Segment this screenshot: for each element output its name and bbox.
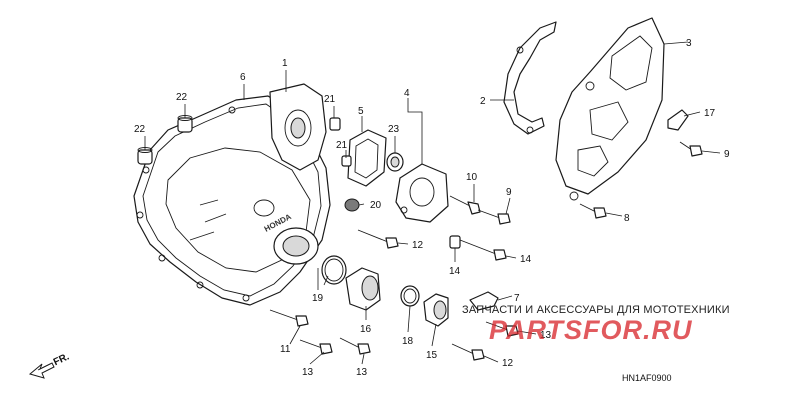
dowel-small-lower[interactable] [341,155,352,167]
plug-large[interactable] [345,267,381,311]
pump-housing[interactable] [269,83,327,171]
dowel-pin-upper[interactable] [177,115,193,133]
callout-23: 23 [388,124,400,135]
watermark-logo: PARTSFOR.RU [489,315,693,345]
callout-21-lower: 21 [336,140,348,151]
callout-13-right: 13 [540,330,552,341]
bolt-13-left[interactable] [299,339,333,355]
bolt-13-middle[interactable] [339,337,371,355]
bolt-13-right[interactable] [485,321,519,337]
callout-12-upper: 12 [412,240,424,251]
sprocket-cover[interactable] [555,17,665,201]
diagram-code: HN1AF0900 [622,373,672,383]
callout-14-right: 14 [520,254,532,265]
callout-16: 16 [360,324,372,335]
bolt-14-right[interactable] [459,239,507,261]
bolt-9-lower[interactable] [477,209,511,225]
dowel-pin-lower[interactable] [137,147,153,165]
callout-1: 1 [282,58,288,69]
callout-11: 11 [280,344,291,355]
leader-lines [144,41,721,365]
callout-13-middle: 13 [356,367,368,378]
cover-assembly[interactable] [395,163,449,223]
callout-4: 4 [404,88,410,99]
callout-12-lower: 12 [502,358,514,369]
callout-14-left: 14 [449,266,461,277]
collar-14-left[interactable] [449,235,461,249]
callout-5: 5 [358,106,364,117]
callout-10: 10 [466,172,478,183]
callout-17: 17 [704,108,716,119]
dowel-small-upper[interactable] [329,117,341,131]
front-label: FR. [52,351,71,368]
callout-9-upper: 9 [724,149,730,160]
front-direction-arrow: FR. [28,351,71,379]
o-ring-large[interactable] [321,255,347,285]
bolt-11[interactable] [269,309,309,327]
bolt-9-upper[interactable] [679,141,703,157]
callout-19: 19 [312,293,324,304]
callout-6: 6 [240,72,246,83]
bolt-8[interactable] [579,203,607,219]
callout-20: 20 [370,200,382,211]
callout-2: 2 [480,96,486,107]
o-ring-small[interactable] [400,285,420,307]
callout-labels: 1 2 3 4 5 6 7 8 9 9 10 11 12 12 12 13 13… [134,38,730,378]
bolt-10[interactable] [449,195,481,215]
callout-9-lower: 9 [506,187,512,198]
callout-3: 3 [686,38,692,49]
callout-8: 8 [624,213,630,224]
callout-7: 7 [514,293,520,304]
bolt-12-lower[interactable] [451,343,485,361]
oil-seal[interactable] [386,152,404,172]
callout-22-upper: 22 [176,92,188,103]
callout-18: 18 [402,336,414,347]
watermark-tagline: ЗАПЧАСТИ И АКСЕССУАРЫ ДЛЯ МОТОТЕХНИКИ [462,304,730,316]
gasket[interactable] [347,129,387,187]
clip-bracket[interactable] [469,291,499,311]
plug-small[interactable] [423,293,449,327]
callout-15: 15 [426,350,438,361]
sealing-washer[interactable] [344,198,360,212]
cover-bracket[interactable] [667,109,689,131]
guide-plate[interactable] [503,21,557,135]
bolt-12-upper[interactable] [357,229,399,249]
callout-21-upper: 21 [324,94,336,105]
callout-22-lower: 22 [134,124,146,135]
callout-13-left: 13 [302,367,314,378]
